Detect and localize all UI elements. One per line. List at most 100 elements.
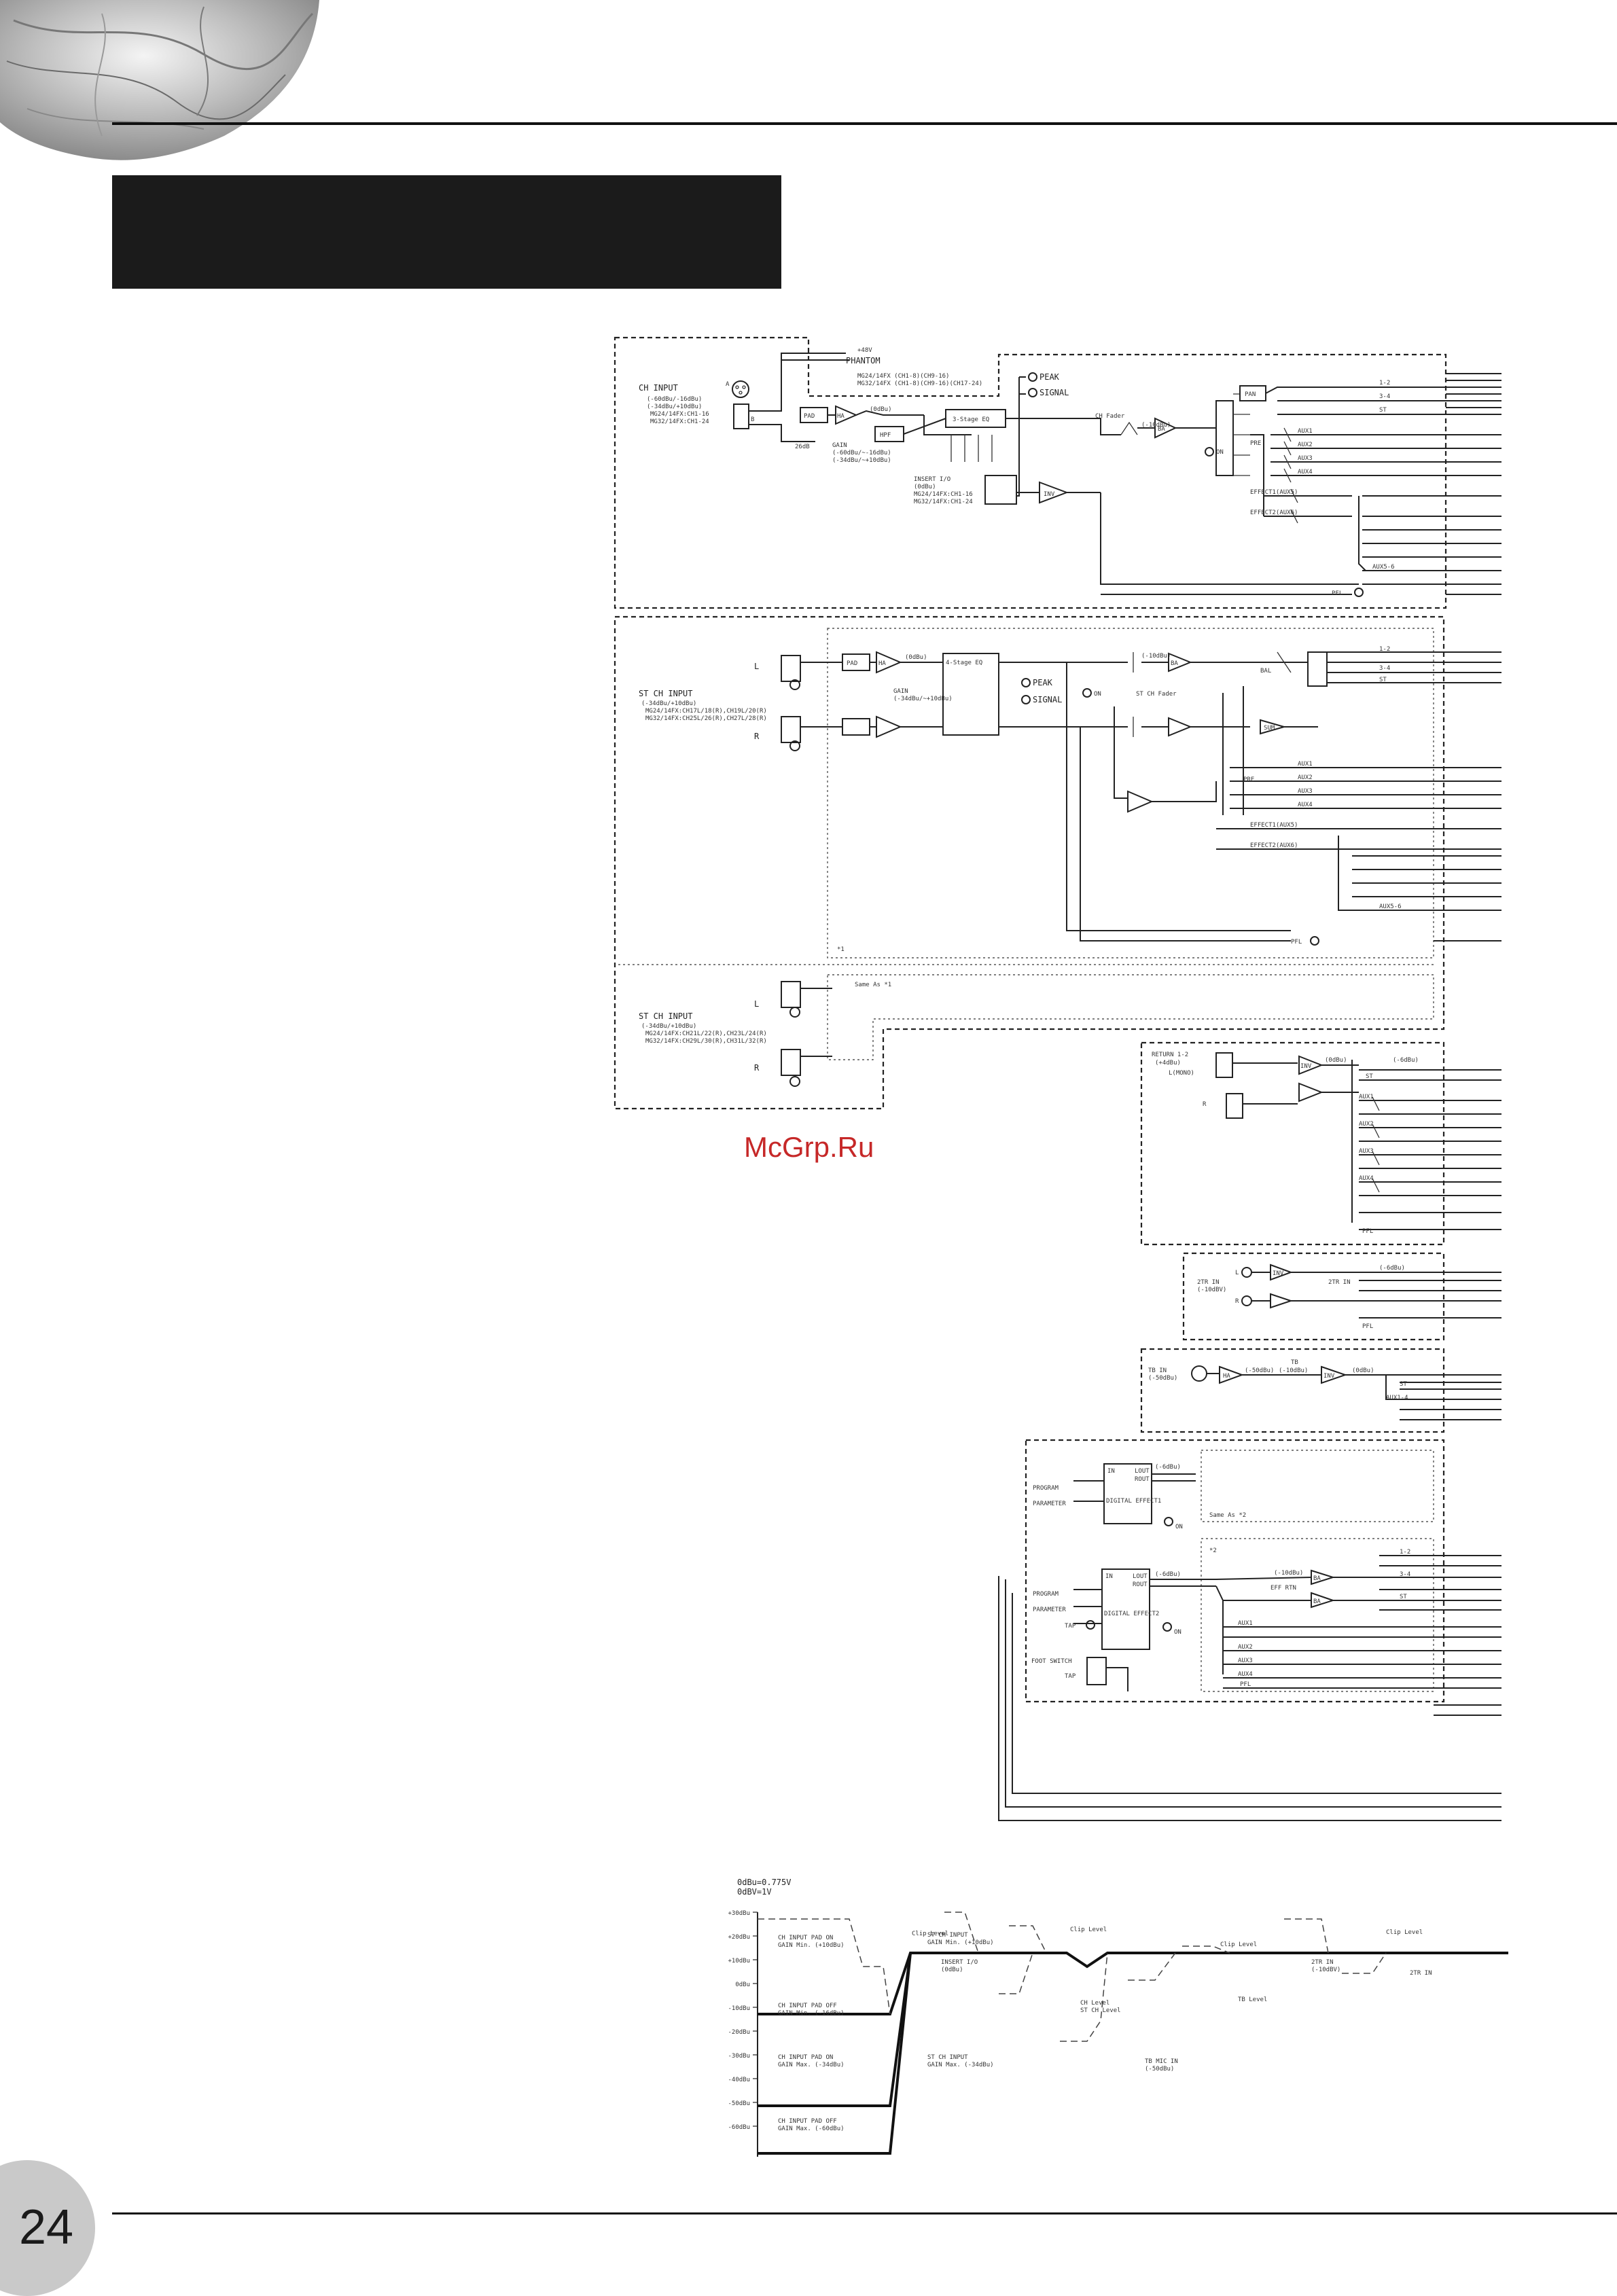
ch-input-gain: GAIN <box>832 442 847 449</box>
effects-same-as: Same As *2 <box>1209 1512 1246 1519</box>
effects-lout-2: LOUT <box>1133 1573 1148 1580</box>
effects-on-2: ON <box>1174 1629 1181 1636</box>
ch-input-pad-value: 26dB <box>795 444 810 450</box>
level-tick-label: -40dBu <box>728 2077 750 2083</box>
tb-in-inv: INV <box>1323 1373 1335 1380</box>
two-tr-in-level: (-10dBV) <box>1197 1287 1226 1293</box>
return-level: (+4dBu) <box>1155 1060 1181 1066</box>
ch-input-effect1: EFFECT1(AUX5) <box>1250 489 1298 496</box>
effects-on-1: ON <box>1175 1524 1183 1530</box>
ch-input-section: CH INPUT (-60dBu/-16dBu) (-34dBu/+10dBu)… <box>614 336 1502 609</box>
tb-in-title: TB IN <box>1148 1367 1167 1374</box>
return-r: R <box>1203 1101 1207 1108</box>
ch-input-out-st: ST <box>1379 407 1387 414</box>
level-clip-3: Clip Level <box>1220 1941 1257 1948</box>
return-section: RETURN 1-2 (+4dBu) L(MONO) R INV (0dBu) … <box>1140 1041 1502 1246</box>
level-clip-4: Clip Level <box>1386 1929 1423 1936</box>
return-aux1: AUX1 <box>1359 1094 1374 1100</box>
st-ch-input-mark: *1 <box>837 946 845 953</box>
tb-in-section: TB IN (-50dBu) HA (-50dBu) TB (-10dBu) I… <box>1140 1348 1502 1433</box>
effects-footswitch: FOOT SWITCH <box>1031 1658 1072 1665</box>
return-lvl-neg: (-6dBu) <box>1393 1057 1419 1064</box>
two-tr-in-l: L <box>1235 1270 1239 1276</box>
ch-input-ch-fader: CH Fader <box>1095 413 1125 420</box>
level-two-tr-in-2: 2TR IN <box>1410 1970 1432 1977</box>
tb-in-aux: AUX1-4 <box>1386 1395 1408 1401</box>
ch-input-0dbu: (0dBu) <box>870 406 892 413</box>
st-ch-input-effect1: EFFECT1(AUX5) <box>1250 822 1298 829</box>
level-tick-label: -10dBu <box>728 2005 750 2012</box>
st-ch-input-out-st: ST <box>1379 677 1387 683</box>
st-ch-input-ba: BA <box>1171 660 1178 667</box>
ch-input-signal: SIGNAL <box>1040 388 1069 397</box>
two-tr-in-title: 2TR IN <box>1197 1279 1220 1286</box>
st-ch-input-pfl: PFL <box>1291 939 1302 946</box>
ch-input-aux56: AUX5-6 <box>1372 564 1395 571</box>
effects-level-1: (-6dBu) <box>1155 1464 1181 1471</box>
effects-rout-2: ROUT <box>1133 1581 1148 1588</box>
ch-input-insert: INSERT I/O <box>914 476 950 483</box>
effects-in-1: IN <box>1107 1468 1115 1475</box>
two-tr-in-lvl: (-6dBu) <box>1379 1265 1405 1272</box>
ch-input-gain-range-2: (-34dBu/~+10dBu) <box>832 457 891 464</box>
st-ch-input-2-model-1: MG24/14FX:CH21L/22(R),CH23L/24(R) <box>645 1030 767 1037</box>
st-ch-input-eq: 4-Stage EQ <box>946 660 982 666</box>
st-ch-input-2-same-as: Same As *1 <box>855 982 891 988</box>
st-ch-input-on: ON <box>1094 691 1101 698</box>
ch-input-48v: +48V <box>857 347 872 354</box>
ch-input-ba: BA <box>1158 426 1165 433</box>
tb-in-level: (-50dBu) <box>1148 1375 1177 1382</box>
two-tr-in-label: 2TR IN <box>1328 1279 1351 1286</box>
ch-input-phantom: PHANTOM <box>846 356 881 365</box>
tb-in-lvl-3: (0dBu) <box>1352 1367 1374 1374</box>
st-ch-input-pad: PAD <box>847 660 857 667</box>
effects-level-2: (-6dBu) <box>1155 1571 1181 1578</box>
block-diagram: CH INPUT (-60dBu/-16dBu) (-34dBu/+10dBu)… <box>614 336 1502 1821</box>
ch-input-ha: HA <box>837 413 845 420</box>
effects-ba-2: BA <box>1313 1598 1321 1605</box>
effects-out-12: 1-2 <box>1400 1549 1410 1556</box>
tb-in-tb: TB <box>1291 1359 1298 1366</box>
ch-input-phantom-note: MG24/14FX (CH1-8)(CH9-16) <box>857 373 949 380</box>
effects-program-2: PROGRAM <box>1033 1591 1059 1598</box>
effects-aux4: AUX4 <box>1238 1671 1253 1678</box>
level-two-tr-in: 2TR IN(-10dBV) <box>1311 1959 1340 1973</box>
st-ch-input-sum: SUM <box>1264 725 1275 732</box>
st-ch-input-out-34: 3-4 <box>1379 665 1390 672</box>
effects-mark: *2 <box>1209 1547 1217 1554</box>
return-inv: INV <box>1300 1063 1312 1070</box>
ch-input-insert-model-1: MG24/14FX:CH1-16 <box>914 491 973 498</box>
ch-input-gain-range: (-60dBu/~-16dBu) <box>832 450 891 456</box>
ch-input-pan: PAN <box>1245 391 1256 398</box>
ch-input-jack-b: B <box>751 416 754 423</box>
ch-input-hpf: HPF <box>880 432 891 439</box>
level-main-path <box>758 1952 1508 2015</box>
return-pfl: PFL <box>1362 1228 1373 1235</box>
level-insert: INSERT I/O(0dBu) <box>941 1959 978 1973</box>
st-ch-input-model-2: MG32/14FX:CH25L/26(R),CH27L/28(R) <box>645 715 767 722</box>
level-tick-label: +20dBu <box>728 1934 750 1941</box>
st-ch-input-model-1: MG24/14FX:CH17L/18(R),CH19L/20(R) <box>645 708 767 715</box>
ch-input-on: ON <box>1216 449 1224 456</box>
tb-in-lvl-1: (-50dBu) <box>1245 1367 1274 1374</box>
ch-input-pre: PRE <box>1250 440 1261 447</box>
level-clip-1: Clip Level <box>912 1931 948 1937</box>
effects-tap-2: TAP <box>1065 1673 1076 1680</box>
level-tick-label: -30dBu <box>728 2053 750 2060</box>
header-rule <box>112 122 1617 125</box>
ch-input-model-1: MG24/14FX:CH1-16 <box>650 411 709 418</box>
effects-pfl: PFL <box>1240 1681 1251 1688</box>
ch-input-level-1: (-60dBu/-16dBu) <box>647 396 702 403</box>
effects-rout-1: ROUT <box>1135 1476 1150 1483</box>
return-aux4: AUX4 <box>1359 1175 1374 1182</box>
st-ch-input-fader: ST CH Fader <box>1136 691 1177 698</box>
st-ch-input-signal: SIGNAL <box>1033 695 1062 704</box>
st-ch-input-2-title: ST CH INPUT <box>639 1011 692 1021</box>
ch-input-aux1: AUX1 <box>1298 428 1313 435</box>
return-l-mono: L(MONO) <box>1169 1070 1194 1077</box>
level-tick-label: +10dBu <box>728 1958 750 1965</box>
watermark: McGrp.Ru <box>744 1131 874 1163</box>
